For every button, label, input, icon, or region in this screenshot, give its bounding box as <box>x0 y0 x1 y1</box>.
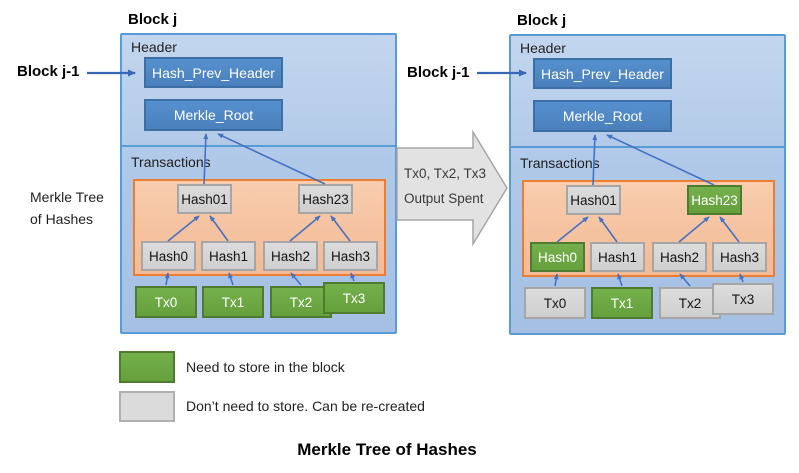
left-block-title: Block j <box>128 11 178 28</box>
left-prev-block-label: Block j-1 <box>17 63 80 80</box>
hash-prev-header-box: Hash_Prev_Header <box>533 58 672 89</box>
left-block-container: Header Hash_Prev_Header Merkle_Root Tran… <box>120 33 397 334</box>
merkle-root-box: Merkle_Root <box>533 100 672 132</box>
header-section-label: Header <box>520 40 566 56</box>
node-hash1: Hash1 <box>201 241 256 271</box>
node-hash3: Hash3 <box>323 241 378 271</box>
node-tx3: Tx3 <box>323 282 385 314</box>
node-tx2: Tx2 <box>659 287 721 319</box>
transactions-section-label: Transactions <box>520 155 600 171</box>
legend-swatch-green <box>119 351 175 383</box>
node-hash2: Hash2 <box>652 242 707 272</box>
merkle-root-box: Merkle_Root <box>144 99 283 131</box>
node-tx0: Tx0 <box>524 287 586 319</box>
header-transactions-divider <box>510 146 785 148</box>
node-tx0: Tx0 <box>135 286 197 318</box>
node-hash1: Hash1 <box>590 242 645 272</box>
legend-label-gray: Don’t need to store. Can be re-created <box>186 398 425 414</box>
node-tx1: Tx1 <box>202 286 264 318</box>
right-prev-block-label: Block j-1 <box>407 64 470 81</box>
node-hash23: Hash23 <box>298 184 353 214</box>
header-transactions-divider <box>121 145 396 147</box>
node-tx1: Tx1 <box>591 287 653 319</box>
node-hash0: Hash0 <box>530 242 585 272</box>
diagram-title: Merkle Tree of Hashes <box>297 440 477 459</box>
node-hash3: Hash3 <box>712 242 767 272</box>
node-hash01: Hash01 <box>177 184 232 214</box>
transition-arrow-shape <box>396 129 508 247</box>
side-label-line1: Merkle Tree <box>30 189 104 205</box>
node-hash01: Hash01 <box>566 185 621 215</box>
transition-arrow-text-line2: Output Spent <box>404 191 484 206</box>
hash-prev-header-box: Hash_Prev_Header <box>144 57 283 88</box>
right-block-container: Header Hash_Prev_Header Merkle_Root Tran… <box>509 34 786 335</box>
node-hash2: Hash2 <box>263 241 318 271</box>
header-section-label: Header <box>131 39 177 55</box>
node-hash23: Hash23 <box>687 185 742 215</box>
transactions-section-label: Transactions <box>131 154 211 170</box>
legend-label-green: Need to store in the block <box>186 359 345 375</box>
node-hash0: Hash0 <box>141 241 196 271</box>
node-tx2: Tx2 <box>270 286 332 318</box>
transition-arrow-text-line1: Tx0, Tx2, Tx3 <box>404 166 487 181</box>
right-block-title: Block j <box>517 12 567 29</box>
node-tx3: Tx3 <box>712 283 774 315</box>
legend-swatch-gray <box>119 391 175 422</box>
side-label-line2: of Hashes <box>30 211 94 227</box>
